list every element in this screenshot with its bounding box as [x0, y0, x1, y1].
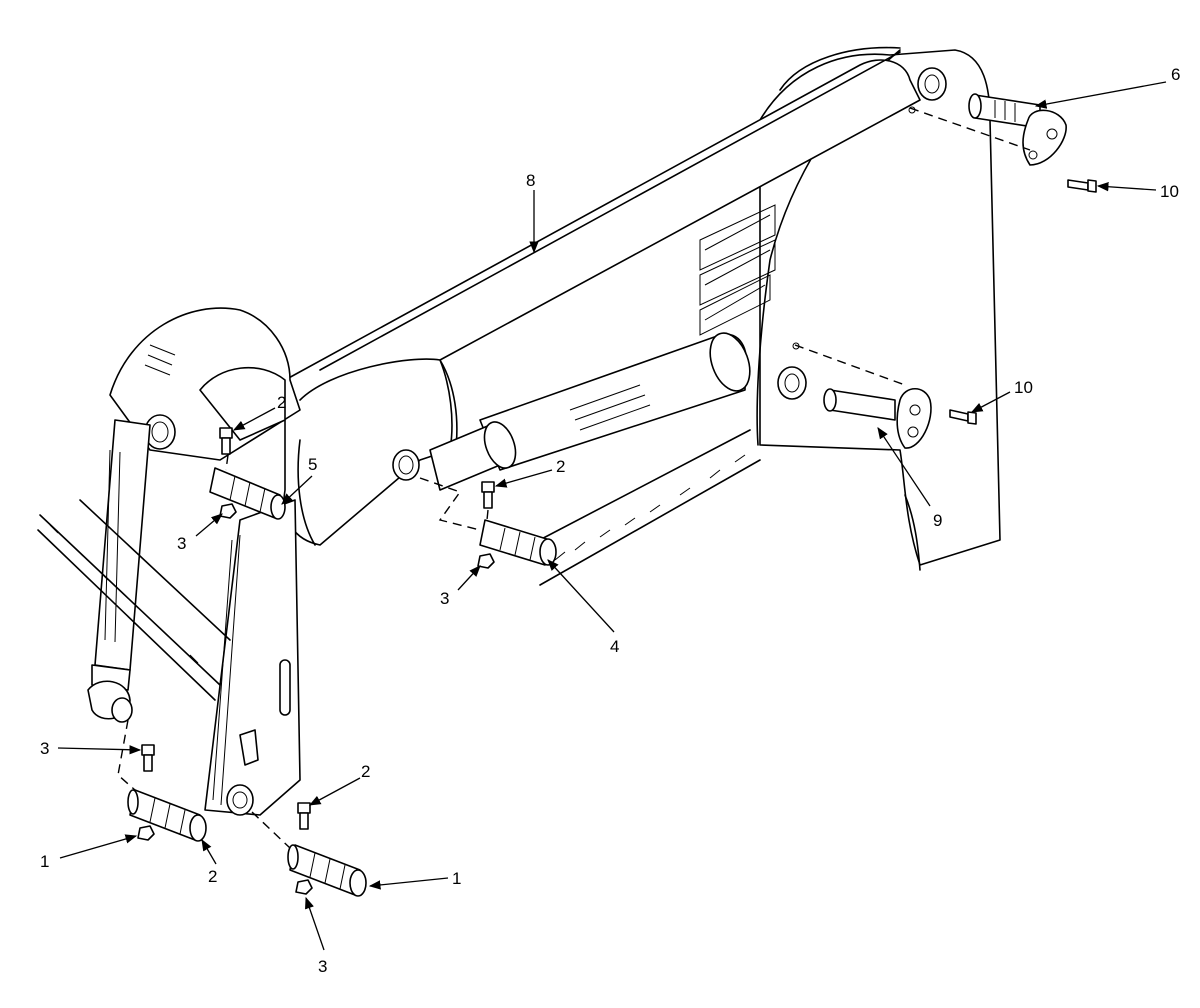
leader-10b [970, 391, 1011, 413]
callout-3: 3 [318, 957, 327, 976]
pin-1-left [127, 789, 207, 842]
lift-cylinder [392, 332, 751, 491]
callout-2: 2 [361, 762, 370, 781]
callout-3: 1 [40, 852, 49, 871]
pin-9 [823, 387, 932, 449]
pin-4 [479, 519, 557, 566]
callout-2: 3 [40, 739, 49, 758]
callout-5: 5 [308, 455, 317, 474]
loader-frame-side-plate [699, 46, 1001, 571]
callout-10: 10 [1160, 182, 1179, 201]
leader-3b [457, 565, 481, 591]
pivot-bracket [109, 307, 301, 461]
callout-3: 3 [440, 589, 449, 608]
callout-1: 1 [452, 869, 461, 888]
callout-4: 4 [610, 637, 619, 656]
leader-2d [57, 745, 142, 755]
leader-2c [308, 777, 361, 806]
leader-4 [547, 559, 615, 633]
callout-3: 3 [177, 534, 186, 553]
leader-1a [201, 838, 217, 865]
callout-6: 6 [1171, 65, 1180, 84]
callout-2: 2 [277, 393, 286, 412]
callout-1: 2 [208, 867, 217, 886]
leader-2a [232, 407, 276, 431]
leader-10a [1096, 182, 1157, 192]
leader-1b [368, 877, 449, 890]
callout-10: 10 [1014, 378, 1033, 397]
leader-9 [877, 427, 931, 507]
tilt-cylinder [87, 419, 151, 723]
leader-lines [57, 81, 1167, 951]
leader-3c [59, 834, 138, 859]
leader-5 [281, 475, 313, 505]
leader-6 [1034, 81, 1167, 109]
callout-9: 9 [933, 511, 942, 530]
pin-6 [968, 93, 1067, 166]
bolts-and-nuts [137, 179, 1097, 895]
leader-3a [195, 513, 223, 537]
link-arm [204, 499, 301, 816]
leader-2b [494, 469, 553, 488]
callout-labels: 8 6 10 10 9 2 5 3 2 3 4 2 3 1 2 1 3 [40, 65, 1180, 976]
bucket-edge [37, 499, 231, 701]
leader-3d [305, 896, 325, 951]
assembly-lines [117, 67, 1031, 849]
lower-cross-tube [529, 429, 761, 586]
callout-2: 2 [556, 457, 565, 476]
pin-1-right [287, 844, 367, 897]
callout-8: 8 [526, 171, 535, 190]
